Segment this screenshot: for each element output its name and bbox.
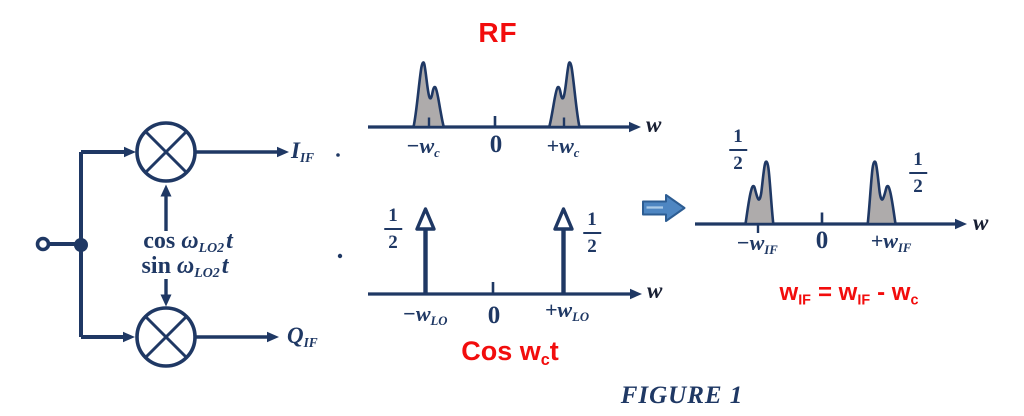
if-axis-arrowhead-icon: [955, 218, 967, 230]
lo-impulse-negative-arrowhead-icon: [415, 207, 436, 231]
cos-t: t: [226, 228, 233, 254]
if-neg-tick-label: −wIF: [736, 232, 777, 257]
if-right-weight: 1 2: [909, 150, 927, 196]
if-axis-label: w: [973, 210, 989, 235]
lo-neg-sub: LO: [430, 313, 448, 328]
if-neg-sub: IF: [764, 242, 778, 257]
formula-w3: - w: [877, 279, 911, 306]
lo-title: Cos wct: [461, 336, 559, 370]
input-terminal: [35, 236, 51, 252]
if-pos-base: +w: [870, 228, 898, 253]
mixer-bottom-x2: [144, 315, 188, 359]
rf-pos-base: +w: [546, 133, 574, 158]
lo-title-post: t: [549, 336, 559, 366]
figure-caption: FIGURE 1: [620, 382, 744, 409]
q-output-sub: IF: [303, 335, 318, 350]
lo-impulse-positive-arrowhead-icon: [553, 207, 574, 231]
cos-sub: LO2: [198, 241, 225, 257]
lo-pos-tick-label: +wLO: [545, 299, 589, 324]
i-output-arrowhead-icon: [277, 146, 289, 158]
if-right-weight-num: 1: [909, 150, 927, 174]
if-right-weight-den: 2: [913, 176, 923, 197]
if-formula: wIF= wIF- wc: [780, 281, 919, 308]
lo-neg-tick-label: −wLO: [402, 303, 447, 328]
if-pos-sub: IF: [897, 240, 912, 255]
rf-bump-positive: [547, 61, 581, 129]
rf-pos-sub: c: [573, 145, 580, 160]
formula-sub2: IF: [857, 292, 871, 309]
separator-dot-bottom: [337, 253, 343, 259]
sin-sub: LO2: [194, 266, 220, 282]
sin-t: t: [221, 253, 229, 279]
if-left-weight-num: 1: [729, 127, 747, 151]
separator-dot-top: [336, 153, 340, 157]
rf-axis-arrowhead-icon: [629, 121, 641, 133]
i-output-label: IIF: [291, 139, 314, 164]
rf-neg-tick-label: −wc: [406, 135, 440, 160]
i-output-sub: IF: [299, 150, 315, 165]
lo-axis-label: w: [647, 278, 663, 303]
q-output-label: QIF: [287, 324, 318, 349]
lo-left-weight-num: 1: [384, 206, 402, 230]
lo-axis-arrowhead-icon: [630, 288, 642, 300]
lo-pos-base: +w: [544, 297, 573, 322]
formula-w1: w: [779, 279, 799, 306]
formula-w2: = w: [817, 279, 858, 306]
bottom-branch-arrowhead-icon: [123, 331, 135, 343]
lo-right-weight-den: 2: [587, 236, 597, 257]
sin-feed-arrowhead-icon: [160, 294, 172, 307]
rf-pos-tick-label: +wc: [547, 135, 580, 160]
if-bump-positive: [866, 160, 897, 226]
lo-neg-base: −w: [402, 301, 431, 326]
lo-title-sub: c: [540, 351, 550, 370]
lo-pos-sub: LO: [572, 309, 590, 324]
lo-left-weight-den: 2: [388, 232, 398, 253]
sin-omega: ω: [176, 253, 195, 279]
rf-zero-label: 0: [489, 131, 503, 158]
q-output-arrowhead-icon: [267, 331, 279, 343]
formula-sub3: c: [910, 292, 919, 309]
result-block-arrow-icon: [642, 194, 686, 222]
mixer-top-x2: [144, 130, 188, 174]
lo-right-weight-num: 1: [583, 210, 601, 234]
if-left-weight: 1 2: [729, 127, 747, 173]
rf-axis-label: w: [646, 112, 662, 137]
if-neg-base: −w: [736, 230, 765, 255]
cos-omega: ω: [181, 228, 199, 254]
rf-neg-sub: c: [434, 145, 440, 160]
if-pos-tick-label: +wIF: [871, 230, 912, 255]
rf-bump-negative: [412, 61, 446, 129]
rf-title: RF: [478, 17, 518, 48]
if-left-weight-den: 2: [733, 153, 743, 174]
lo-zero-label: 0: [487, 302, 501, 329]
q-output-base: Q: [287, 323, 304, 348]
i-output-base: I: [291, 138, 300, 163]
lo-right-weight: 1 2: [583, 210, 601, 256]
sin-fn: sin: [141, 253, 171, 279]
top-branch-arrowhead-icon: [124, 146, 136, 158]
formula-sub1: IF: [798, 292, 811, 309]
if-bump-negative: [744, 160, 775, 226]
lo-left-weight: 1 2: [384, 206, 402, 252]
cos-feed-arrowhead-icon: [160, 184, 172, 197]
cos-fn: cos: [143, 228, 176, 254]
if-zero-label: 0: [815, 227, 829, 254]
rf-neg-base: −w: [406, 133, 435, 158]
lo-title-pre: Cos w: [461, 336, 541, 366]
